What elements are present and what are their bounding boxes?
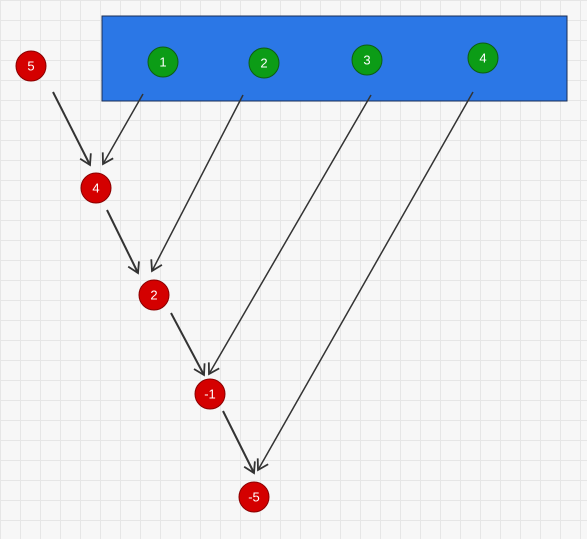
input-node-label: 3 [363,53,370,68]
chain-node-neg5: -5 [238,481,270,513]
chain-node-label: -1 [204,387,216,402]
input-node-1: 1 [147,46,179,78]
arrow-5-to-4 [52,91,92,167]
arrow-4-to-2 [106,209,140,275]
chain-node-label: 4 [92,181,99,196]
input-node-3: 3 [351,44,383,76]
chain-node-4: 4 [80,172,112,204]
arrow-in4-to-neg5 [256,91,474,472]
arrow-in2-to-2 [150,94,244,273]
chain-node-5: 5 [15,50,47,82]
chain-node-neg1: -1 [194,378,226,410]
input-node-label: 4 [479,51,486,66]
input-node-label: 1 [159,55,166,70]
input-node-2: 2 [248,47,280,79]
arrow-in3-to-neg1 [207,94,372,376]
chain-node-label: 5 [27,59,34,74]
chain-node-label: 2 [150,288,157,303]
arrow-in1-to-4 [101,93,144,166]
arrow-2-to-neg1 [170,312,206,377]
arrow-neg1-to-neg5 [222,410,256,475]
input-node-4: 4 [467,42,499,74]
input-node-label: 2 [260,56,267,71]
chain-node-2: 2 [138,279,170,311]
chain-node-label: -5 [248,490,260,505]
